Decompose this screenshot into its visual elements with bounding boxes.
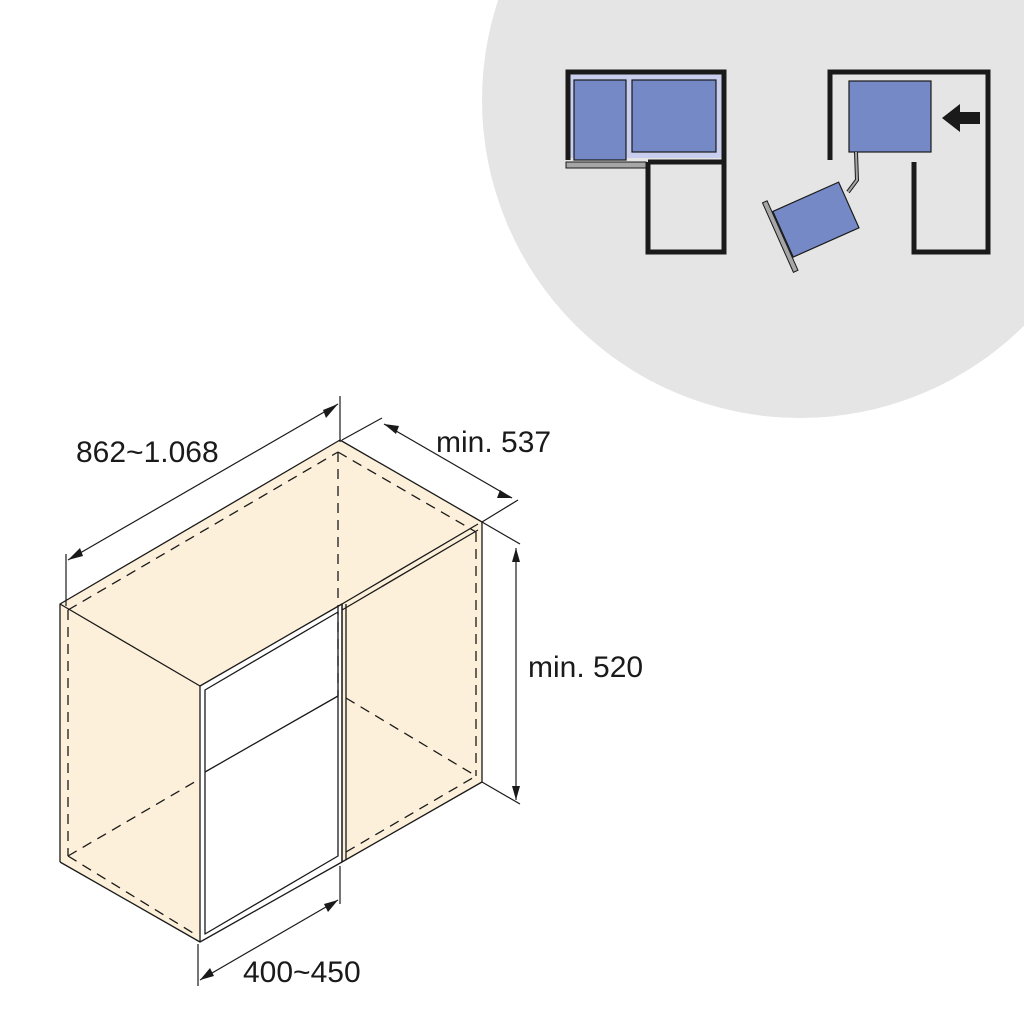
opening-dimension-label: 400~450	[243, 956, 361, 989]
depth-dimension-label: min. 537	[436, 426, 552, 459]
closed-view-icon	[565, 69, 727, 255]
cabinet-outline-open	[827, 69, 991, 255]
basket-inside	[848, 80, 932, 153]
open-view-icon	[761, 69, 991, 273]
door-panel	[565, 161, 647, 169]
width-dimension-label: 862~1.068	[76, 436, 219, 469]
basket-pulled-out	[761, 181, 860, 273]
basket-right	[631, 79, 717, 153]
basket-left	[573, 79, 627, 161]
inset-circle	[482, 0, 1024, 418]
dimension-arrowheads	[68, 404, 520, 980]
dimension-lines	[65, 396, 521, 986]
cabinet-drawing	[59, 439, 483, 943]
inset-panel	[482, 0, 1024, 418]
arrow-left-icon	[942, 104, 980, 132]
height-dimension-label: min. 520	[528, 651, 644, 684]
